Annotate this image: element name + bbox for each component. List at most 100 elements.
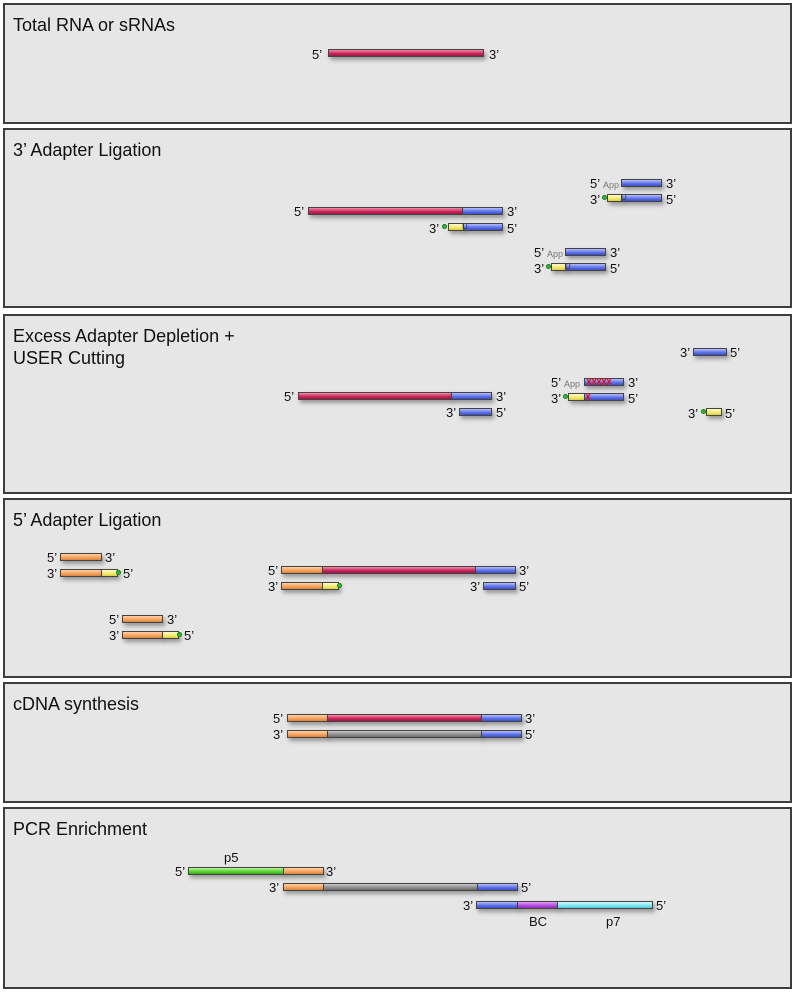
p5-label: p5 <box>224 850 239 865</box>
uracil-mark: U <box>621 193 627 202</box>
blocker-oligo <box>551 263 566 271</box>
five-prime-label: 5’ <box>184 628 195 643</box>
panel-adapter-depletion: Excess Adapter Depletion + USER Cutting … <box>3 314 792 494</box>
blocked-mark: X <box>585 392 592 402</box>
three-prime-label: 3’ <box>610 245 621 260</box>
rna-strand <box>322 566 476 574</box>
blocker-cap <box>602 195 607 200</box>
p7-segment <box>557 901 653 909</box>
three-prime-label: 3’ <box>680 345 691 360</box>
three-prime-label: 3’ <box>109 628 120 643</box>
rna-strand <box>308 207 463 215</box>
p7-label: p7 <box>606 914 621 929</box>
five-prime-label: 5’ <box>507 221 518 236</box>
rna-strand <box>328 49 484 57</box>
five-prime-label: 5’ <box>725 406 736 421</box>
three-prime-label: 3’ <box>167 612 178 627</box>
5-adapter-complement <box>283 883 324 891</box>
five-prime-label: 5’ <box>273 711 284 726</box>
three-prime-label: 3’ <box>268 579 279 594</box>
five-prime-label: 5’ <box>730 345 741 360</box>
blocker-cap <box>442 224 447 229</box>
cut-fragment <box>693 348 727 356</box>
blocker-cap <box>116 570 121 575</box>
5-adapter-complement <box>60 569 102 577</box>
app-label: App <box>603 180 620 190</box>
panel-3-adapter-ligation: 3’ Adapter Ligation 5’ 3’ 3’ U 5’ 5’ App… <box>3 128 792 308</box>
blocker-cap <box>546 264 551 269</box>
5-adapter-complement <box>281 582 323 590</box>
blocker-cap <box>701 409 706 414</box>
three-prime-label: 3’ <box>628 375 639 390</box>
panel-title: 5’ Adapter Ligation <box>13 510 162 530</box>
3-adapter-blocked <box>584 378 624 386</box>
cdna-strand <box>327 730 482 738</box>
three-prime-label: 3’ <box>525 711 536 726</box>
panel-title: 3’ Adapter Ligation <box>13 140 162 160</box>
blocker-oligo <box>706 408 722 416</box>
five-prime-label: 5’ <box>47 550 58 565</box>
barcode-segment <box>517 901 558 909</box>
p7-primer-adapter <box>476 901 518 909</box>
three-prime-label: 3’ <box>326 864 337 879</box>
5-adapter <box>283 867 324 875</box>
3-adapter <box>621 179 662 187</box>
bc-label: BC <box>529 914 548 929</box>
5-adapter-complement <box>287 730 328 738</box>
uracil-mark: U <box>462 222 468 231</box>
three-prime-label: 3’ <box>551 391 562 406</box>
five-prime-label: 5’ <box>268 563 279 578</box>
p5-primer <box>188 867 284 875</box>
cdna-strand <box>323 883 478 891</box>
5-adapter <box>281 566 323 574</box>
three-prime-label: 3’ <box>534 261 545 276</box>
three-prime-label: 3’ <box>446 405 457 420</box>
three-prime-label: 3’ <box>273 727 284 742</box>
panel-pcr-enrichment: PCR Enrichment p5 5’ 3’ 3’ 5’ 3’ 5’ BC p… <box>3 807 792 989</box>
rt-primer <box>621 194 662 202</box>
five-prime-label: 5’ <box>521 880 532 895</box>
three-prime-label: 3’ <box>496 389 507 404</box>
5-adapter-complement <box>122 631 163 639</box>
three-prime-label: 3’ <box>666 176 677 191</box>
3-adapter <box>565 248 606 256</box>
five-prime-label: 5’ <box>294 204 305 219</box>
five-prime-label: 5’ <box>551 375 562 390</box>
panel-cdna-synthesis: cDNA synthesis 5’ 3’ 3’ 5’ <box>3 682 792 803</box>
three-prime-label: 3’ <box>463 898 474 913</box>
panel-title: Total RNA or sRNAs <box>13 15 176 35</box>
blocked-marks: XXXXX <box>586 377 612 387</box>
rt-primer <box>481 730 522 738</box>
five-prime-label: 5’ <box>590 176 601 191</box>
five-prime-label: 5’ <box>666 192 677 207</box>
3-adapter <box>475 566 516 574</box>
5-adapter <box>60 553 102 561</box>
3-adapter <box>481 714 522 722</box>
rt-primer <box>463 223 503 231</box>
five-prime-label: 5’ <box>525 727 536 742</box>
panel-title: PCR Enrichment <box>13 819 148 839</box>
three-prime-label: 3’ <box>489 47 500 62</box>
app-label: App <box>564 379 581 389</box>
rna-strand <box>327 714 482 722</box>
blocker-oligo <box>568 393 585 401</box>
three-prime-label: 3’ <box>519 563 530 578</box>
five-prime-label: 5’ <box>610 261 621 276</box>
blocker-cap <box>177 632 182 637</box>
three-prime-label: 3’ <box>688 406 699 421</box>
panel-title: cDNA synthesis <box>13 694 140 714</box>
uracil-mark: U <box>565 262 571 271</box>
five-prime-label: 5’ <box>109 612 120 627</box>
app-label: App <box>547 249 564 259</box>
rt-primer <box>483 582 516 590</box>
five-prime-label: 5’ <box>496 405 507 420</box>
rt-primer <box>477 883 518 891</box>
panel-total-rna: Total RNA or sRNAs 5’ 3’ <box>3 3 792 124</box>
three-prime-label: 3’ <box>105 550 116 565</box>
five-prime-label: 5’ <box>534 245 545 260</box>
blocker-cap <box>563 394 568 399</box>
rt-primer <box>459 408 492 416</box>
blocker-cap <box>337 583 342 588</box>
panel-title: Excess Adapter Depletion + USER Cutting <box>13 326 235 368</box>
three-prime-label: 3’ <box>590 192 601 207</box>
